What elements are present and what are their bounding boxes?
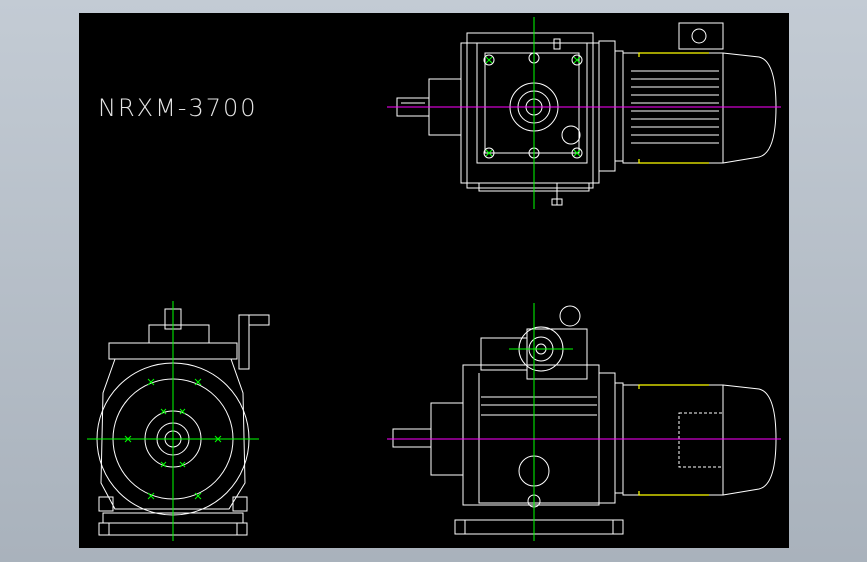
front-view-shaft (392, 428, 432, 448)
model-title: NRXM-3700 (98, 94, 258, 122)
hole-markers (124, 56, 581, 500)
side-view-housing (100, 358, 246, 510)
cad-drawing-canvas: NRXM-3700 (79, 13, 789, 548)
side-view (96, 308, 270, 536)
top-view (396, 22, 777, 206)
centerlines (87, 17, 781, 541)
cad-views (87, 17, 781, 541)
top-view-terminal-box (678, 22, 724, 50)
front-view (392, 305, 777, 535)
hidden-lines (638, 52, 709, 496)
front-view-base (454, 519, 624, 535)
top-view-motor (622, 52, 724, 164)
front-view-motor (622, 384, 724, 496)
